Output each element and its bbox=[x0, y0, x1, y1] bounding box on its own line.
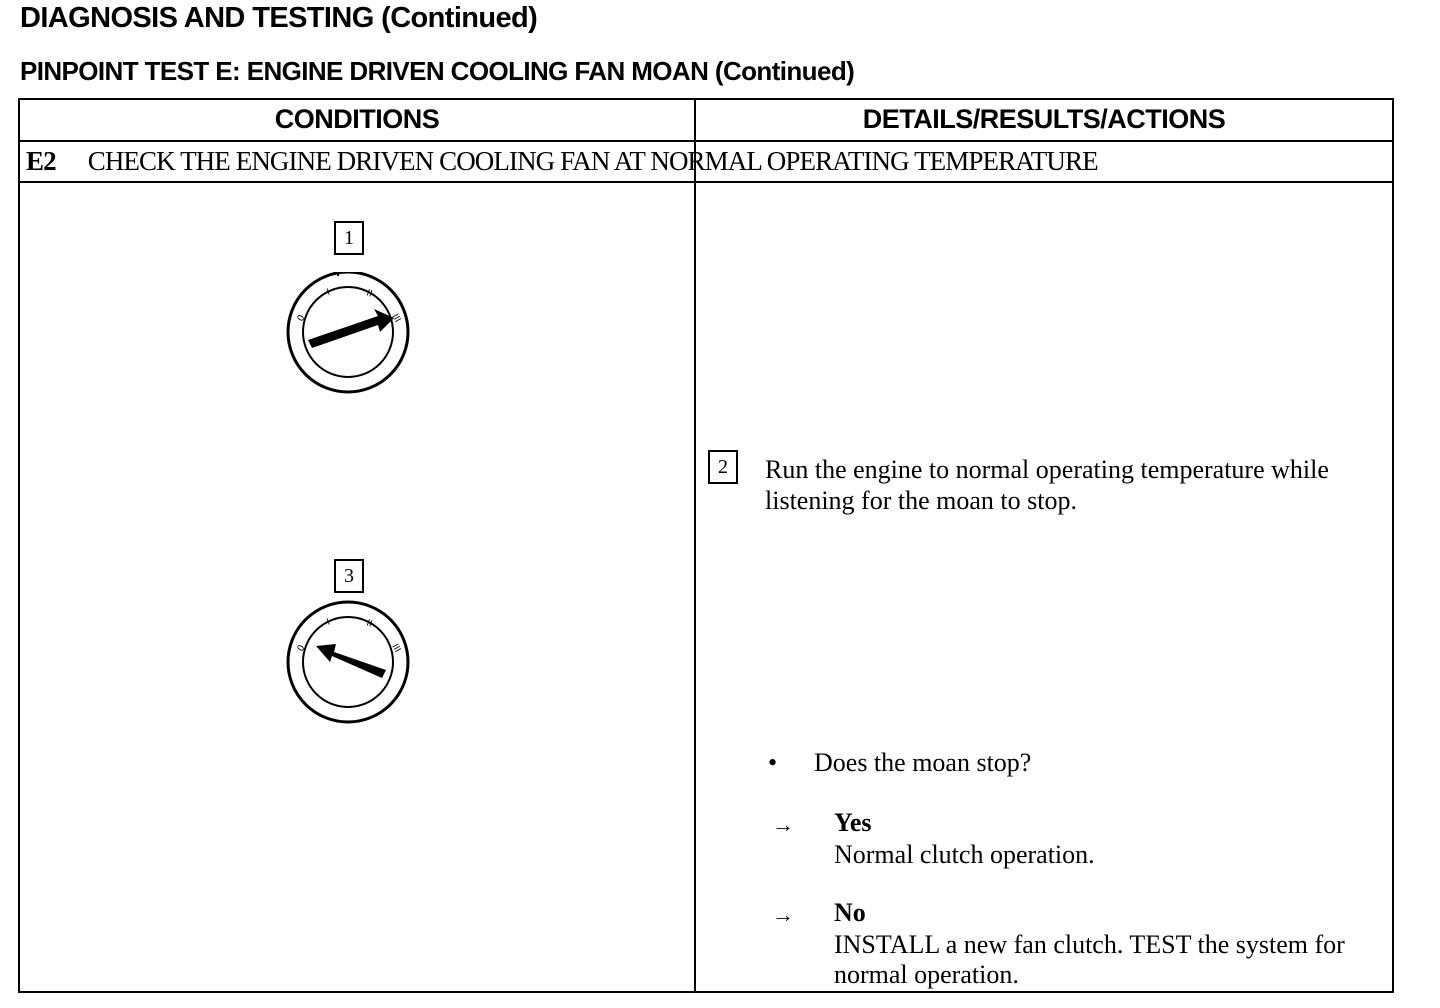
step-row: E2 CHECK THE ENGINE DRIVEN COOLING FAN AT… bbox=[26, 146, 1099, 177]
dial-mark-1: I bbox=[326, 288, 332, 298]
ignition-switch-dial-off-icon: 0 I II III bbox=[286, 600, 410, 724]
dial-mark-3: III bbox=[389, 643, 402, 655]
page-title: DIAGNOSIS AND TESTING (Continued) bbox=[20, 2, 538, 34]
dial-mark-0: 0 bbox=[296, 643, 308, 653]
column-header-conditions: CONDITIONS bbox=[274, 104, 440, 134]
answer-no-text: INSTALL a new fan clutch. TEST the syste… bbox=[834, 930, 1345, 989]
step-number-box-2: 2 bbox=[708, 450, 738, 484]
arrow-right-icon: → bbox=[772, 902, 794, 927]
step-title: CHECK THE ENGINE DRIVEN COOLING FAN AT N… bbox=[87, 146, 1099, 176]
pinpoint-test-table: CONDITIONS DETAILS/RESULTS/ACTIONS E2 CHE… bbox=[18, 98, 1394, 993]
column-divider bbox=[694, 100, 696, 991]
bullet: • bbox=[768, 748, 778, 777]
step-row-divider bbox=[20, 181, 1392, 183]
step-code: E2 bbox=[26, 146, 57, 176]
question-text: Does the moan stop? bbox=[814, 748, 1032, 777]
dial-mark-3: III bbox=[389, 313, 402, 325]
dial-pointer bbox=[316, 644, 386, 678]
answer-yes-label: Yes bbox=[834, 808, 872, 837]
answer-yes-text: Normal clutch operation. bbox=[834, 840, 1095, 869]
pinpoint-test-title: PINPOINT TEST E: ENGINE DRIVEN COOLING F… bbox=[20, 56, 855, 86]
answer-no-label: No bbox=[834, 898, 866, 927]
question: • Does the moan stop? bbox=[768, 748, 1031, 778]
step-number-box-1: 1 bbox=[334, 221, 364, 255]
arrow-right-icon: → bbox=[772, 812, 794, 837]
ignition-switch-dial-run-icon: 0 I II III bbox=[286, 272, 410, 394]
step-number-box-3: 3 bbox=[334, 559, 364, 593]
column-header-details: DETAILS/RESULTS/ACTIONS bbox=[862, 104, 1226, 134]
dial-mark-2: II bbox=[365, 288, 373, 299]
action-text: Run the engine to normal operating tempe… bbox=[765, 455, 1329, 515]
dial-pointer bbox=[308, 309, 394, 348]
header-divider bbox=[20, 140, 1392, 142]
dial-mark-1: I bbox=[326, 618, 332, 628]
dial-mark-2: II bbox=[365, 618, 373, 629]
dial-mark-0: 0 bbox=[296, 313, 308, 323]
